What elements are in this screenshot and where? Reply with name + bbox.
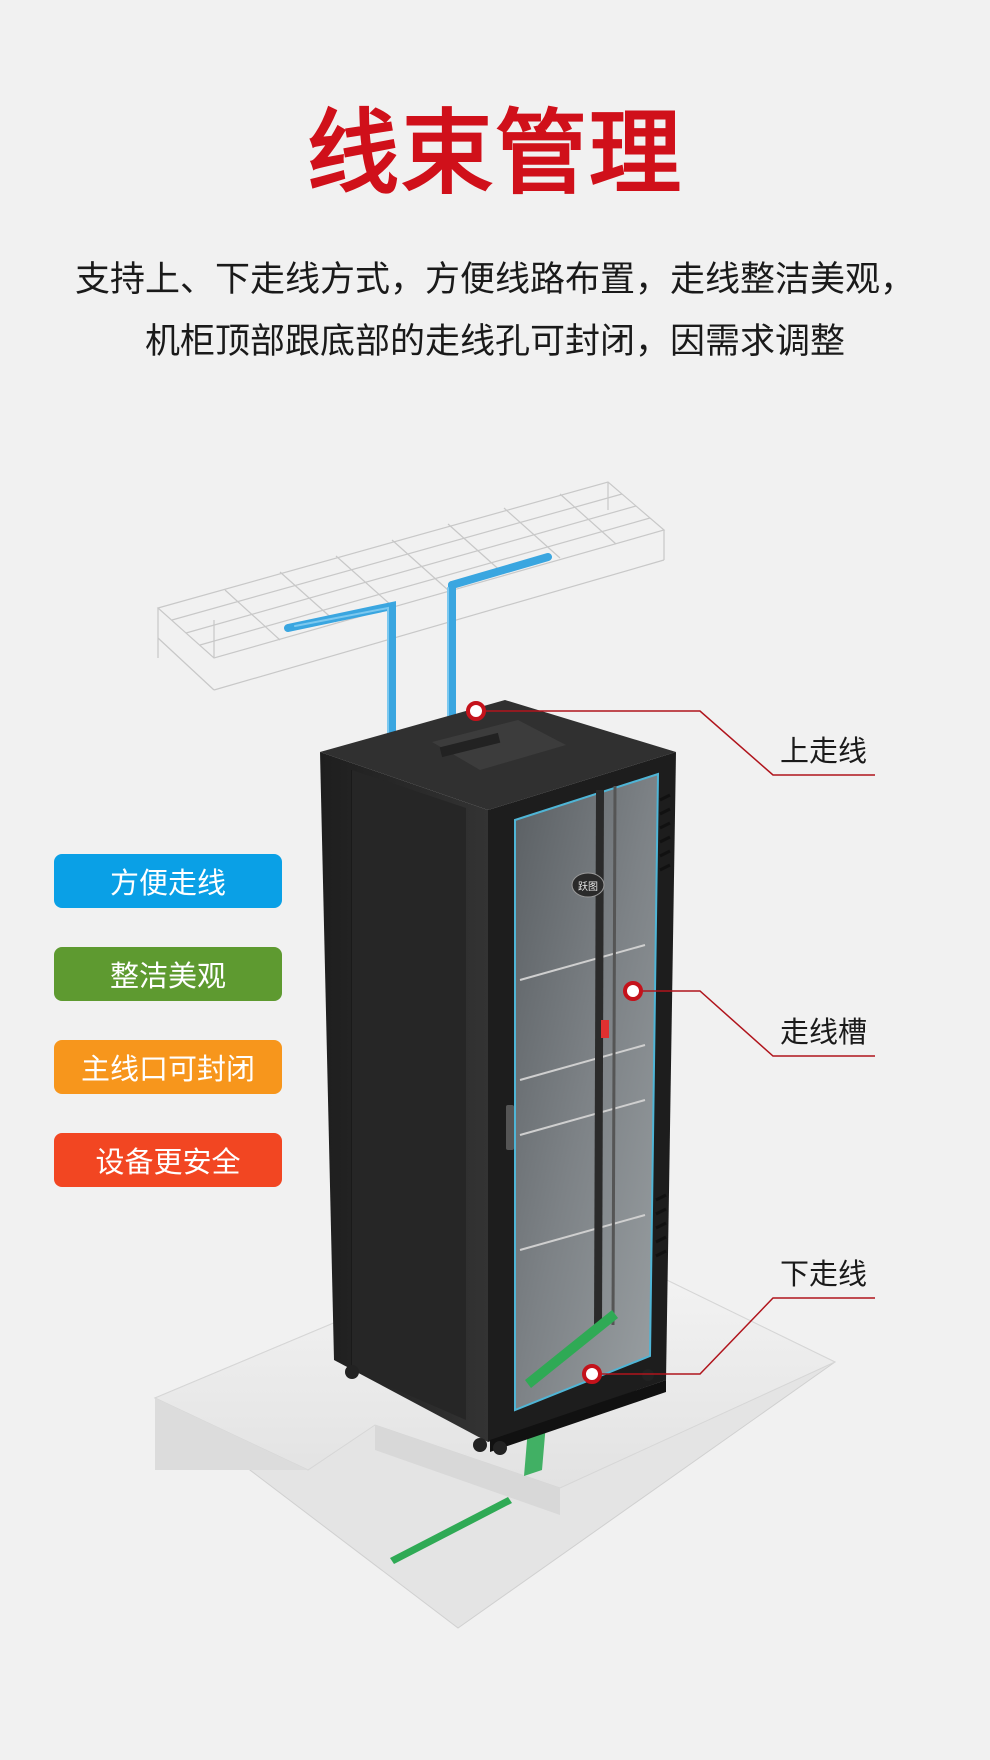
feature-badge-label: 主线口可封闭 <box>80 1052 255 1086</box>
page-title: 线束管理 <box>306 100 683 207</box>
brand-mark: 跃图 <box>578 881 598 893</box>
callout-cable-trough: 走线槽 <box>780 1015 868 1049</box>
feature-badge-sealable-port: 主线口可封闭 <box>54 1040 282 1094</box>
feature-badge-label: 设备更安全 <box>95 1145 241 1179</box>
feature-badge-label: 整洁美观 <box>109 959 226 993</box>
feature-badge-tidy: 整洁美观 <box>54 947 282 1001</box>
feature-badge-easy-wiring: 方便走线 <box>54 854 282 908</box>
callout-marker-trough <box>623 981 643 1001</box>
callout-top-cabling: 上走线 <box>780 734 868 768</box>
feature-badge-safer-equipment: 设备更安全 <box>54 1133 282 1187</box>
callout-bottom-cabling: 下走线 <box>780 1257 868 1291</box>
callout-lines <box>476 710 875 1375</box>
subtitle-line-1: 支持上、下走线方式，方便线路布置，走线整洁美观， <box>74 260 915 300</box>
callout-marker-top <box>466 701 486 721</box>
callout-markers <box>466 701 643 1384</box>
cable-tray <box>156 481 666 691</box>
feature-badge-label: 方便走线 <box>109 866 226 900</box>
callout-marker-bottom <box>582 1364 602 1384</box>
server-cabinet <box>320 700 676 1455</box>
subtitle-line-2: 机柜顶部跟底部的走线孔可封闭，因需求调整 <box>144 322 845 362</box>
top-cables <box>284 553 552 739</box>
